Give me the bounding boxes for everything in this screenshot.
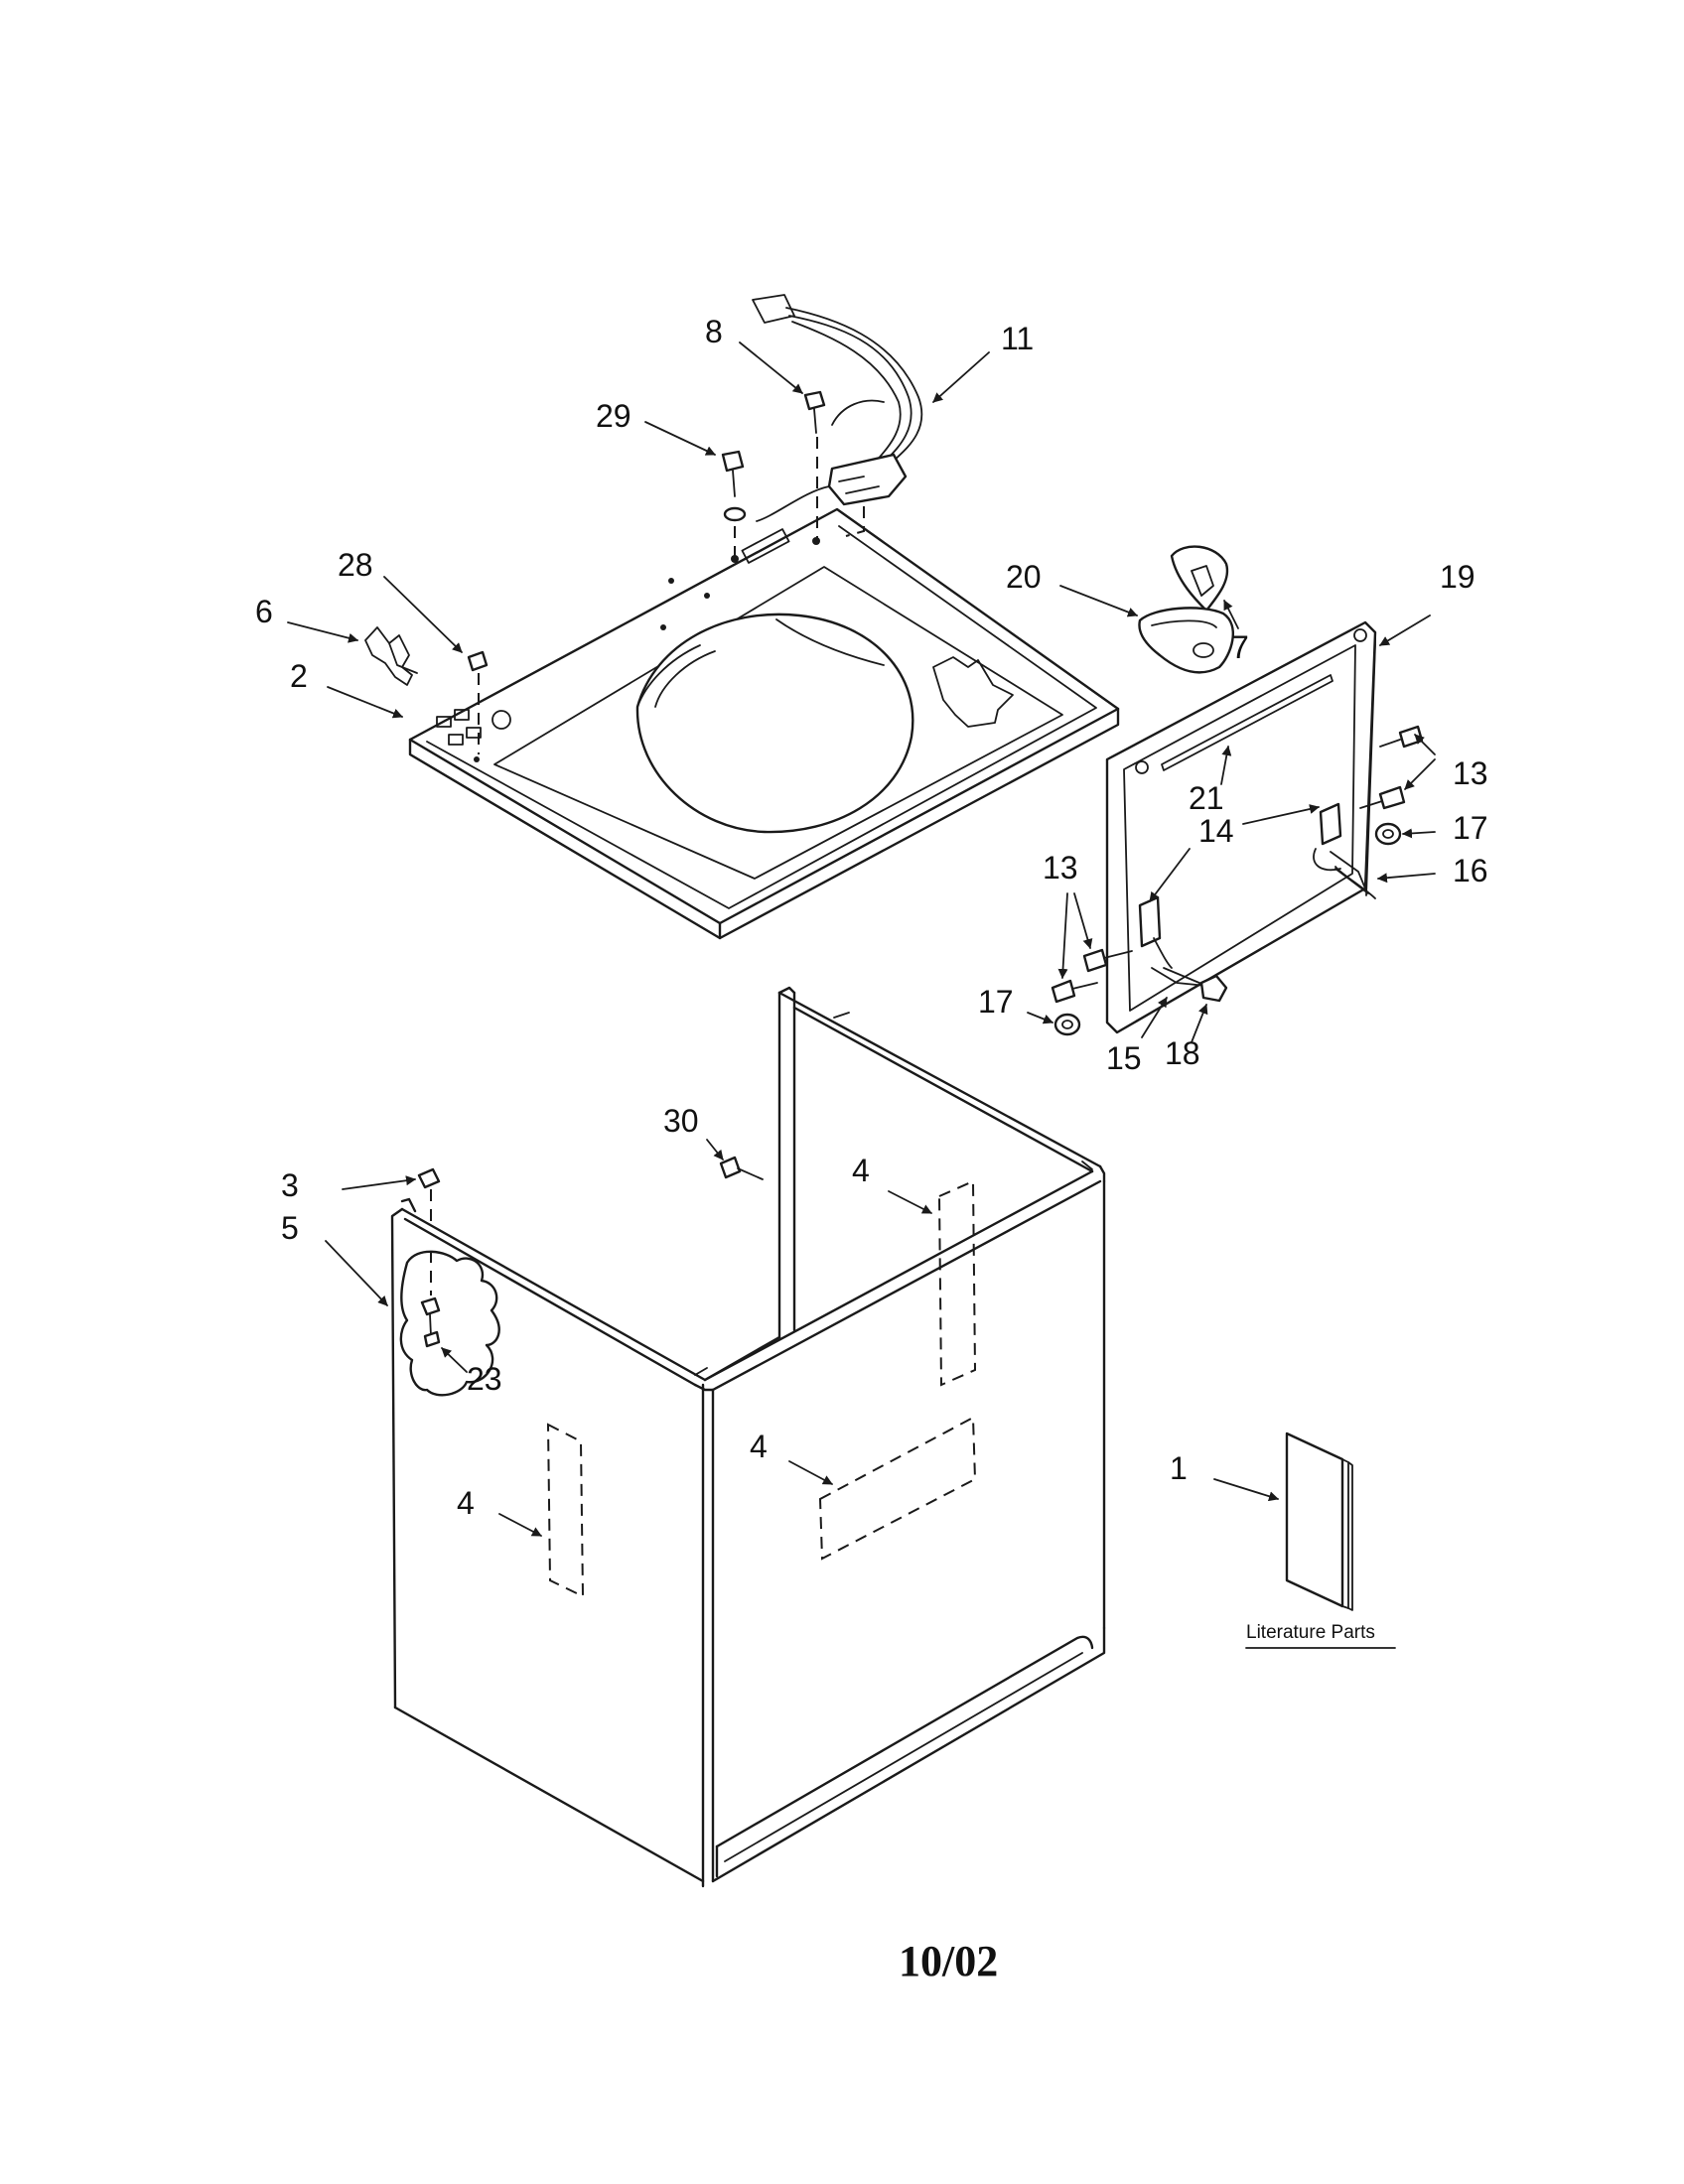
callout-4-side: 4 xyxy=(457,1485,475,1521)
footer-date: 10/02 xyxy=(899,1937,998,1985)
callout-13-left: 13 xyxy=(1043,850,1078,886)
hinge-14-lower xyxy=(1138,895,1207,987)
callout-18: 18 xyxy=(1165,1035,1200,1071)
callout-leaders xyxy=(287,341,1436,1537)
callout-17-left: 17 xyxy=(978,984,1014,1020)
callout-4-back: 4 xyxy=(852,1153,870,1188)
clip-3 xyxy=(417,1167,441,1223)
screw-13-left xyxy=(1051,948,1133,1004)
hinge-rod-15 xyxy=(1151,967,1207,987)
hinge-rod-16 xyxy=(1330,851,1366,889)
callout-3: 3 xyxy=(281,1167,299,1203)
callout-20: 20 xyxy=(1006,559,1042,595)
cabinet xyxy=(390,986,1106,1888)
screw-29 xyxy=(721,450,747,556)
callout-4-front: 4 xyxy=(750,1429,768,1464)
callout-28: 28 xyxy=(338,547,373,583)
callout-29: 29 xyxy=(596,398,632,434)
callout-21: 21 xyxy=(1189,780,1224,816)
hinge-14-upper xyxy=(1313,802,1369,894)
nut-17-right xyxy=(1374,822,1402,846)
literature-booklet xyxy=(1285,1432,1353,1611)
callout-17-right: 17 xyxy=(1453,810,1488,846)
literature-parts-label: Literature Parts xyxy=(1246,1622,1375,1643)
nut-17-left xyxy=(1053,1013,1081,1036)
label-4-front xyxy=(818,1416,977,1561)
callout-8: 8 xyxy=(705,314,723,349)
clip-6 xyxy=(364,626,418,686)
callout-15: 15 xyxy=(1106,1040,1142,1076)
dispenser-assembly xyxy=(1138,545,1234,674)
screw-8 xyxy=(803,390,826,541)
callout-2: 2 xyxy=(290,658,308,694)
callout-30: 30 xyxy=(663,1103,699,1139)
clip-28 xyxy=(467,650,489,754)
cabinet-cutaway xyxy=(399,1250,500,1397)
callout-23: 23 xyxy=(467,1361,502,1397)
screw-30 xyxy=(719,1156,764,1180)
callout-13-right: 13 xyxy=(1453,755,1488,791)
callout-14: 14 xyxy=(1198,813,1234,849)
callout-16: 16 xyxy=(1453,853,1488,888)
callout-11: 11 xyxy=(1001,321,1034,356)
label-4-side xyxy=(546,1423,585,1598)
top-panel xyxy=(408,507,1120,940)
callout-19: 19 xyxy=(1440,559,1475,595)
lid-switch-harness xyxy=(752,294,923,537)
callout-6: 6 xyxy=(255,594,273,629)
callout-5: 5 xyxy=(281,1210,299,1246)
callout-1: 1 xyxy=(1170,1450,1188,1486)
label-4-back xyxy=(937,1179,977,1387)
bumper-18 xyxy=(1199,974,1228,1003)
callout-7: 7 xyxy=(1231,629,1249,665)
